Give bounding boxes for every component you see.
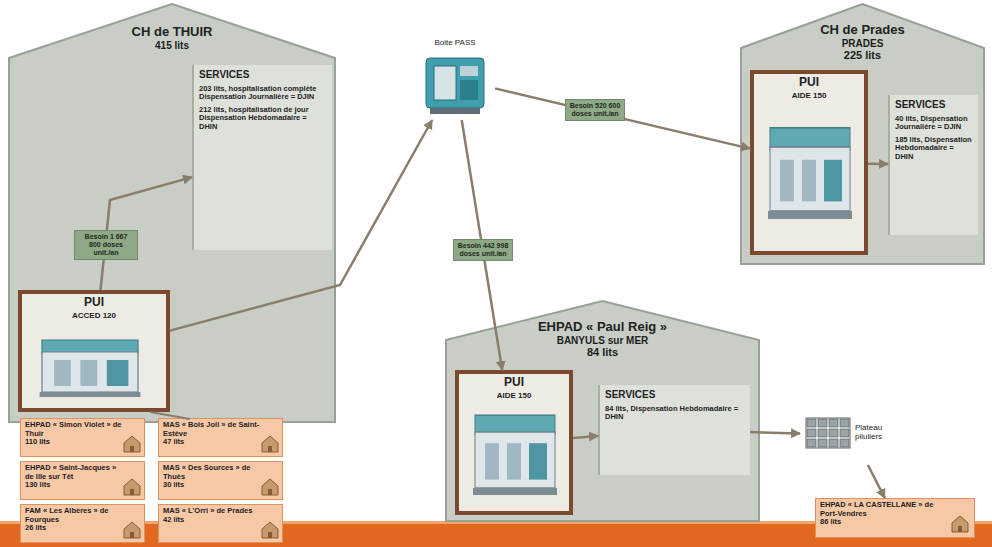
node-text: 86 lits	[820, 518, 952, 527]
need-label: Besoin 520 600 doses unit./an	[565, 99, 625, 121]
ehpad-house: EHPAD « Paul Reig »BANYULS sur MER84 lit…	[445, 300, 760, 522]
node-text: 47 lits	[163, 438, 260, 447]
house-title: EHPAD « Paul Reig »BANYULS sur MER84 lit…	[445, 320, 760, 359]
services-box: SERVICES 84 lits, Dispensation Hebdomadai…	[598, 385, 750, 475]
facility-box: MAS « Bois Joli » de Saint-Estève47 lits	[158, 418, 283, 457]
node-heading: CH de THUIR	[8, 25, 336, 40]
node-heading: EHPAD « LA CASTELLANE » de Port-Vendres	[820, 501, 952, 518]
node-heading: EHPAD « Saint-Jacques » de Ille sur Têt	[25, 464, 122, 481]
node-heading: EHPAD « Simon Violet » de Thuir	[25, 421, 122, 438]
node-text: 40 lits, Dispensation Journalière = DJIN	[895, 115, 973, 132]
hospital-house: CH de PradesPRADES225 litsPUIAIDE 150SER…	[740, 3, 985, 265]
node-text: 130 lits	[25, 481, 122, 490]
flow-arrow	[495, 88, 750, 148]
flow-arrow	[868, 465, 885, 498]
node-text: 26 lits	[25, 524, 122, 533]
facility-box: EHPAD « Simon Violet » de Thuir110 lits	[20, 418, 145, 457]
pharmacy-box: PUIAIDE 150	[455, 370, 573, 515]
node-text: 225 lits	[740, 49, 985, 62]
node-text: AIDE 150	[754, 91, 864, 100]
node-text: 415 lits	[8, 40, 336, 52]
transport-box: Boite PASS	[415, 38, 495, 120]
node-text: 84 lits, Dispensation Hebdomadaire = DHI…	[605, 405, 745, 422]
services-box: SERVICES 40 lits, Dispensation Journalièr…	[888, 95, 978, 235]
node-text: 185 lits, Dispensation Hebdomadaire = DH…	[895, 136, 973, 162]
node-text: ACCED 120	[22, 311, 166, 320]
need-label: Besoin 1 667 800 doses unit./an	[74, 230, 138, 260]
node-text: 84 lits	[445, 346, 760, 359]
node-heading: SERVICES	[895, 99, 973, 111]
node-text: AIDE 150	[459, 391, 569, 400]
node-heading: PUI	[22, 296, 166, 310]
node-text: 203 lits, hospitalisation complète Dispe…	[199, 85, 327, 102]
node-heading: Plateau piluliers	[855, 423, 903, 441]
services-box: SERVICES 203 lits, hospitalisation complè…	[192, 65, 332, 250]
node-text: 212 lits, hospitalisation de jour Dispen…	[199, 106, 327, 132]
node-heading: PUI	[754, 76, 864, 90]
house-title: CH de PradesPRADES225 lits	[740, 23, 985, 62]
house-title: CH de THUIR415 lits	[8, 25, 336, 51]
node-heading: FAM « Les Albères » de Fourques	[25, 507, 122, 524]
node-heading: MAS « L'Orri » de Prades	[163, 507, 260, 516]
node-heading: EHPAD « Paul Reig »	[445, 320, 760, 335]
node-heading: MAS « Bois Joli » de Saint-Estève	[163, 421, 260, 438]
pill-tray: Plateau piluliers	[800, 405, 905, 465]
pharmacy-box: PUIAIDE 150	[750, 70, 868, 255]
facility-box: EHPAD « Saint-Jacques » de Ille sur Têt1…	[20, 461, 145, 500]
need-label: Besoin 442 998 doses unit./an	[453, 239, 513, 261]
node-text: PRADES	[740, 38, 985, 50]
hospital-house: CH de THUIR415 litsPUIACCED 120 SERVICES 2…	[8, 3, 336, 423]
facility-box: MAS « L'Orri » de Prades42 lits	[158, 504, 283, 543]
facility-box: EHPAD « LA CASTELLANE » de Port-Vendres8…	[815, 498, 975, 538]
node-text: 30 lits	[163, 481, 260, 490]
node-heading: CH de Prades	[740, 23, 985, 38]
facility-box: FAM « Les Albères » de Fourques26 lits	[20, 504, 145, 543]
node-heading: Boite PASS	[415, 38, 495, 47]
pharmacy-box: PUIACCED 120	[18, 290, 170, 412]
node-heading: SERVICES	[605, 389, 745, 401]
node-heading: PUI	[459, 376, 569, 390]
node-heading: SERVICES	[199, 69, 327, 81]
node-heading: MAS « Des Sources » de Thuès	[163, 464, 260, 481]
node-text: 110 lits	[25, 438, 122, 447]
facility-box: MAS « Des Sources » de Thuès30 lits	[158, 461, 283, 500]
node-text: 42 lits	[163, 516, 260, 525]
node-text: BANYULS sur MER	[445, 335, 760, 347]
